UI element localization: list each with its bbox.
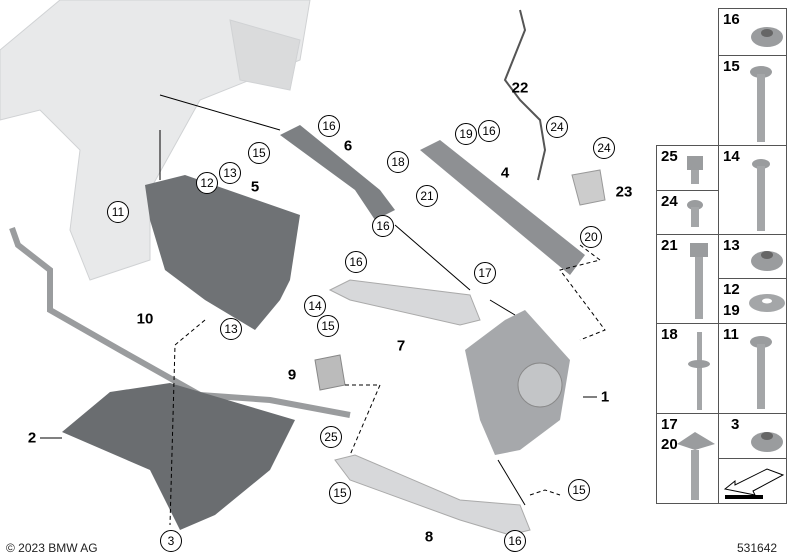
direction-arrow-icon — [723, 468, 785, 499]
callout-24: 24 — [593, 137, 615, 159]
grid-cell-arrow — [718, 458, 787, 504]
callout-16: 16 — [504, 530, 526, 552]
bolt-icon — [750, 336, 772, 409]
torx-bolt-icon — [687, 200, 703, 227]
underbody-panel-2 — [62, 383, 295, 530]
grid-cell-12-19: 12 19 — [718, 278, 787, 324]
sensor-22 — [503, 9, 547, 181]
arm-8 — [334, 454, 531, 536]
grid-cell-11: 11 — [718, 323, 787, 414]
flange-nut-icon — [751, 251, 783, 271]
grid-label: 21 — [661, 237, 678, 254]
callout-20: 20 — [580, 226, 602, 248]
callout-3: 3 — [160, 530, 182, 552]
copyright: © 2023 BMW AG — [6, 541, 98, 555]
grid-label: 13 — [723, 237, 740, 254]
callout-13: 13 — [219, 162, 241, 184]
grid-label: 20 — [661, 436, 678, 453]
grid-cell-16: 16 — [718, 8, 787, 56]
label-22: 22 — [511, 79, 529, 97]
clamp-9 — [314, 354, 346, 391]
callout-15: 15 — [317, 315, 339, 337]
callout-16: 16 — [372, 215, 394, 237]
subframe — [0, 0, 311, 281]
arm-6 — [280, 125, 395, 220]
grid-label: 14 — [723, 148, 740, 165]
torx-bolt-icon — [752, 159, 770, 231]
grid-label: 18 — [661, 326, 678, 343]
grid-label: 19 — [723, 302, 740, 319]
grid-label: 12 — [723, 281, 740, 298]
stud-bolt-icon — [688, 332, 710, 410]
callout-15: 15 — [329, 482, 351, 504]
grid-cell-15: 15 — [718, 55, 787, 146]
grid-label: 11 — [723, 326, 739, 343]
label-23: 23 — [615, 183, 633, 201]
callout-12: 12 — [196, 172, 218, 194]
stabilizer-bar-10 — [9, 227, 351, 418]
callout-25: 25 — [320, 426, 342, 448]
label-6: 6 — [343, 137, 353, 155]
label-8: 8 — [424, 528, 434, 546]
callout-15: 15 — [568, 479, 590, 501]
bolt-icon — [750, 66, 772, 142]
bracket-23 — [571, 169, 606, 206]
callout-17: 17 — [474, 262, 496, 284]
arm-7 — [328, 279, 481, 326]
flange-nut-icon — [751, 27, 783, 47]
eccentric-bolt-icon — [677, 432, 715, 500]
arm-4 — [420, 140, 585, 275]
label-4: 4 — [500, 164, 510, 182]
callout-11: 11 — [107, 201, 129, 223]
bolt-icon — [687, 156, 703, 184]
grid-cell-25: 25 — [656, 145, 719, 191]
grid-label: 15 — [723, 58, 740, 75]
grid-cell-21: 21 — [656, 234, 719, 324]
washer-icon — [749, 294, 785, 312]
grid-label: 25 — [661, 148, 678, 165]
callout-15: 15 — [248, 142, 270, 164]
grid-cell-13: 13 — [718, 234, 787, 279]
label-5: 5 — [250, 178, 260, 196]
leader-lines — [40, 94, 606, 526]
callout-16: 16 — [345, 251, 367, 273]
flange-nut-icon — [751, 432, 783, 452]
callout-13: 13 — [220, 318, 242, 340]
grid-cell-18: 18 — [656, 323, 719, 414]
grid-cell-17-20: 17 20 — [656, 413, 719, 504]
control-arm-5 — [145, 175, 300, 330]
grid-cell-24: 24 — [656, 190, 719, 235]
wheel-carrier-1 — [465, 310, 570, 455]
callout-18: 18 — [387, 151, 409, 173]
grid-cell-14: 14 — [718, 145, 787, 235]
callout-19: 19 — [455, 123, 477, 145]
grid-label: 24 — [661, 193, 678, 210]
callout-21: 21 — [416, 185, 438, 207]
label-10: 10 — [136, 310, 154, 328]
hex-bolt-icon — [690, 243, 708, 319]
grid-label: 3 — [731, 416, 740, 433]
diagram-number: 531642 — [737, 541, 778, 555]
label-2: 2 — [27, 429, 37, 447]
label-1: 1 — [600, 388, 610, 406]
grid-label: 16 — [723, 11, 740, 28]
callout-24: 24 — [546, 116, 568, 138]
callout-16: 16 — [318, 115, 340, 137]
label-7: 7 — [396, 337, 406, 355]
grid-cell-3: 3 — [718, 413, 787, 459]
callout-16: 16 — [478, 120, 500, 142]
label-9: 9 — [287, 366, 297, 384]
grid-label: 17 — [661, 416, 678, 433]
callout-14: 14 — [304, 295, 326, 317]
